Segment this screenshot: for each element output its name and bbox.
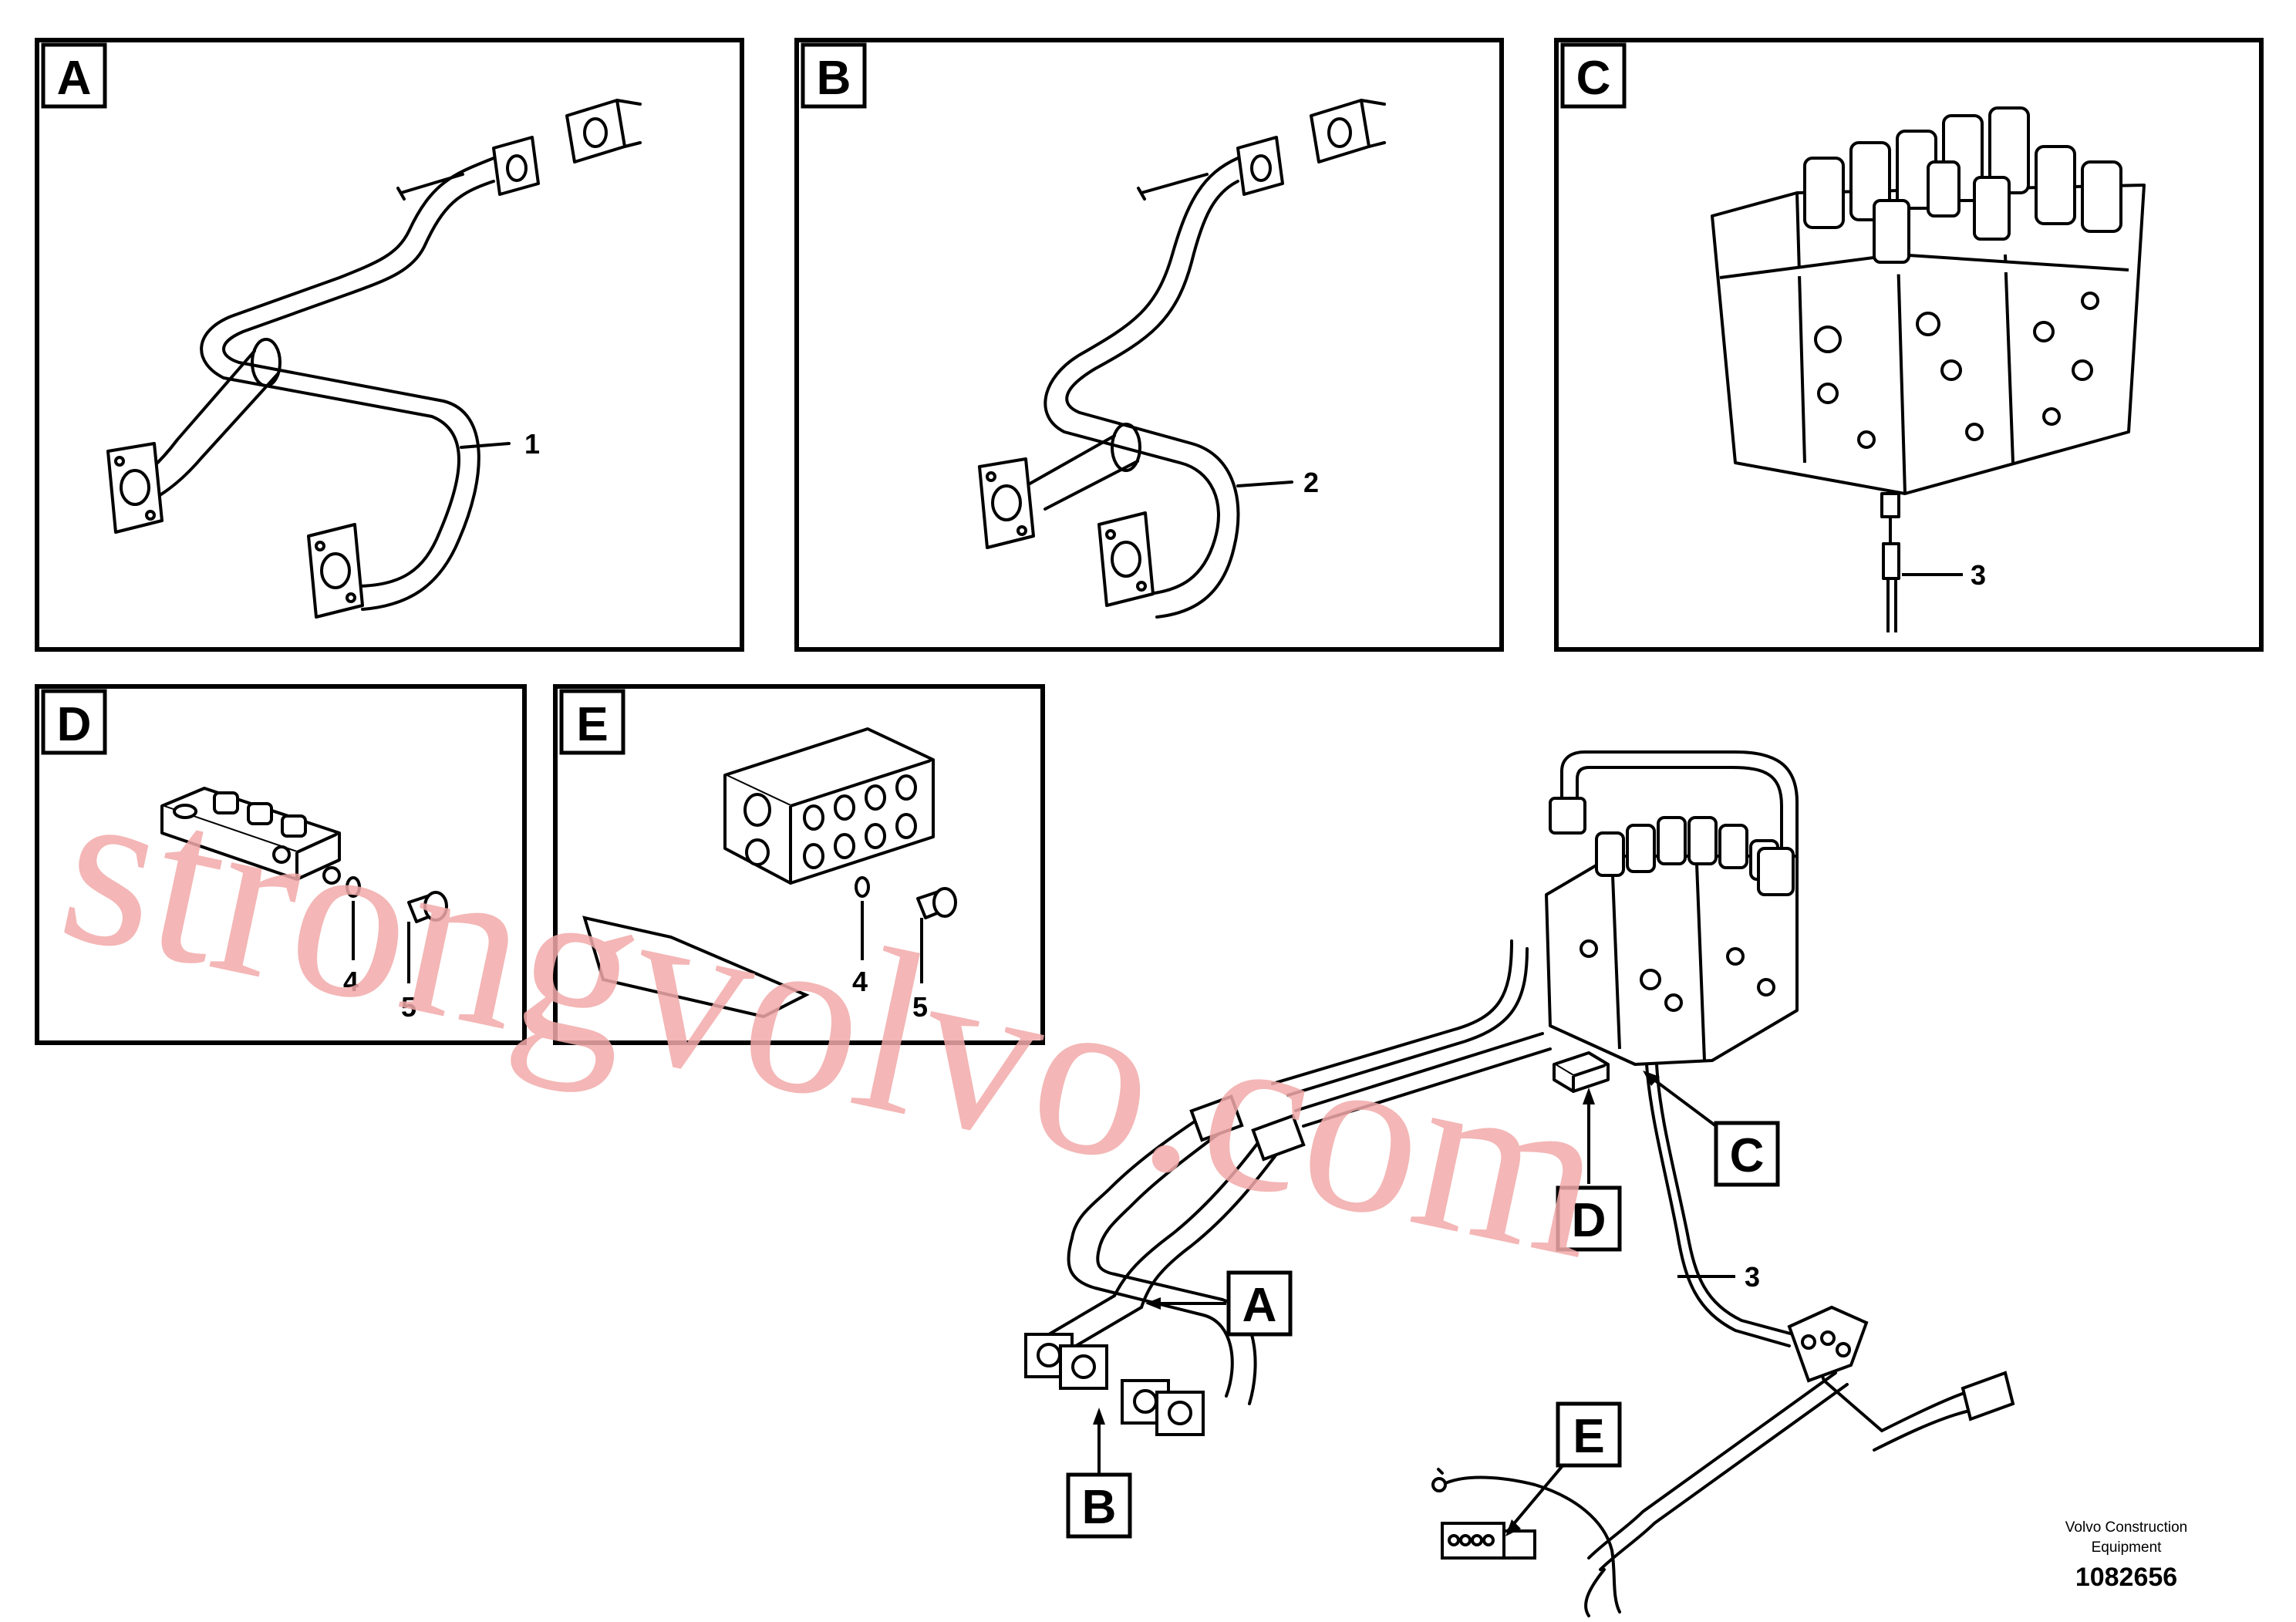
panel-e: E 4 5 [553, 684, 1045, 1045]
overview-label-d: D [1572, 1194, 1607, 1247]
watermark-text: strongvolvo.com [43, 732, 1624, 1307]
overview-callout-3: 3 [1745, 1261, 1760, 1293]
panel-a: A [35, 38, 744, 652]
panel-b-callout-2: 2 [1303, 467, 1319, 498]
manifold-e-drawing [723, 727, 957, 919]
panel-a-callout-1: 1 [524, 428, 540, 460]
overview-label-b: B [1082, 1481, 1117, 1534]
panel-b-letter: B [817, 52, 851, 105]
overview-label-a: A [1242, 1279, 1277, 1332]
pipe-2-drawing [978, 99, 1386, 619]
panel-e-letter: E [576, 698, 608, 751]
title-block: Volvo Construction Equipment 1082656 [1988, 1518, 2265, 1593]
panel-d: D 4 5 [35, 684, 527, 1045]
brand-line-1: Volvo Construction [2065, 1519, 2188, 1536]
panel-d-letter: D [57, 698, 92, 751]
panel-d-callout-4: 4 [343, 966, 359, 997]
panel-e-callout-4: 4 [852, 966, 868, 997]
brand-line-2: Equipment [2091, 1539, 2162, 1556]
control-valve-drawing [1711, 106, 2146, 632]
overview-label-e: E [1573, 1410, 1604, 1463]
panel-c: C [1554, 38, 2264, 652]
panel-a-letter: A [57, 52, 92, 105]
drawing-number: 1082656 [2075, 1563, 2178, 1592]
panel-c-letter: C [1576, 52, 1611, 105]
overview-label-c: C [1730, 1129, 1765, 1182]
block-d-drawing [160, 787, 448, 923]
panel-c-callout-3: 3 [1971, 559, 1986, 591]
overview-assembly: A C D B E 3 [1024, 750, 2015, 1617]
panel-b: B 2 [794, 38, 1504, 652]
pipe-1-drawing [106, 99, 642, 619]
panel-d-callout-5: 5 [401, 991, 416, 1023]
panel-e-callout-5: 5 [912, 991, 928, 1023]
